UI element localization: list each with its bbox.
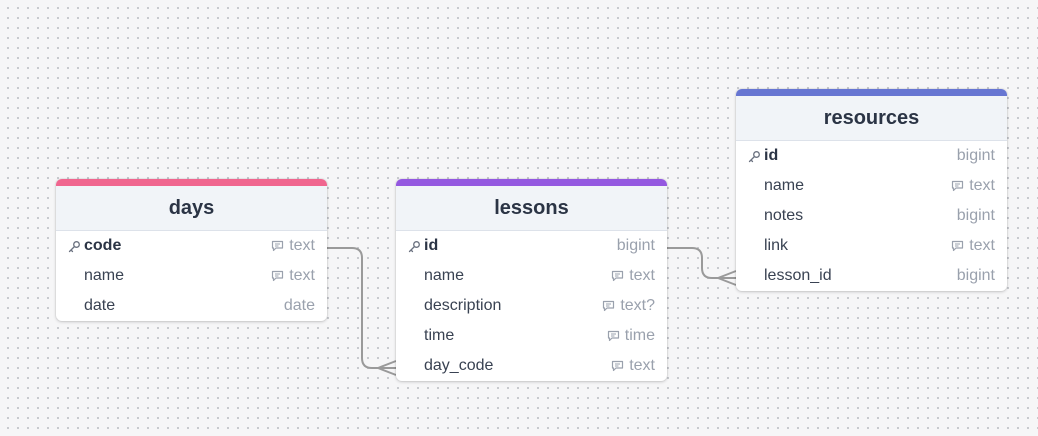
field-list: id bigint name text notes bigint link text lesso…: [736, 141, 1007, 291]
field-row-name[interactable]: name text: [736, 171, 1007, 201]
field-type: date: [284, 297, 315, 315]
table-color-bar: [56, 179, 327, 186]
field-type-label: text: [289, 237, 315, 254]
field-name: name: [424, 267, 465, 284]
comment-icon[interactable]: [951, 240, 964, 252]
field-name: day_code: [424, 357, 494, 374]
field-type: text: [271, 237, 315, 255]
table-title[interactable]: resources: [736, 96, 1007, 141]
primary-key-icon: [68, 240, 84, 253]
field-type-label: text: [629, 267, 655, 284]
field-name: name: [764, 177, 805, 194]
field-row-notes[interactable]: notes bigint: [736, 201, 1007, 231]
field-row-id[interactable]: id bigint: [736, 141, 1007, 171]
table-title[interactable]: days: [56, 186, 327, 231]
comment-icon[interactable]: [271, 270, 284, 282]
field-row-id[interactable]: id bigint: [396, 231, 667, 261]
field-type: text: [951, 237, 995, 255]
field-type: text?: [602, 297, 655, 315]
crowfoot-lessons-icon: [377, 360, 397, 376]
field-row-lesson-id[interactable]: lesson_id bigint: [736, 261, 1007, 291]
field-type: time: [607, 327, 655, 345]
field-type-label: text: [629, 357, 655, 374]
field-type-label: time: [624, 327, 655, 344]
field-type: bigint: [957, 267, 995, 285]
field-type-label: bigint: [616, 237, 655, 254]
relation-lessons-resources[interactable]: [667, 247, 736, 279]
field-row-link[interactable]: link text: [736, 231, 1007, 261]
field-name: notes: [764, 207, 804, 224]
field-type: text: [611, 267, 655, 285]
comment-icon[interactable]: [951, 180, 964, 192]
field-row-date[interactable]: date date: [56, 291, 327, 321]
field-list: code text name text date date: [56, 231, 327, 321]
field-type-label: bigint: [956, 147, 995, 164]
field-name: date: [84, 297, 116, 314]
field-type-label: text: [969, 237, 995, 254]
field-row-day-code[interactable]: day_code text: [396, 351, 667, 381]
field-type: bigint: [617, 237, 655, 255]
field-row-code[interactable]: code text: [56, 231, 327, 261]
field-name: description: [424, 297, 502, 314]
crowfoot-resources-icon: [717, 270, 737, 286]
table-color-bar: [396, 179, 667, 186]
field-type: text: [951, 177, 995, 195]
field-name: id: [764, 147, 779, 164]
table-color-bar: [736, 89, 1007, 96]
field-row-description[interactable]: description text?: [396, 291, 667, 321]
comment-icon[interactable]: [611, 270, 624, 282]
field-type: text: [271, 267, 315, 285]
comment-icon[interactable]: [602, 300, 615, 312]
table-title[interactable]: lessons: [396, 186, 667, 231]
table-lessons[interactable]: lessons id bigint name text description text?…: [396, 179, 667, 381]
field-type-label: text?: [620, 297, 655, 314]
field-name: time: [424, 327, 455, 344]
field-name: id: [424, 237, 439, 254]
field-row-name[interactable]: name text: [396, 261, 667, 291]
field-type: bigint: [957, 207, 995, 225]
field-row-time[interactable]: time time: [396, 321, 667, 351]
field-type-label: text: [289, 267, 315, 284]
field-type-label: bigint: [956, 207, 995, 224]
field-name: link: [764, 237, 789, 254]
primary-key-icon: [408, 240, 424, 253]
comment-icon[interactable]: [611, 360, 624, 372]
field-row-name[interactable]: name text: [56, 261, 327, 291]
field-name: lesson_id: [764, 267, 832, 284]
table-resources[interactable]: resources id bigint name text notes bigint lin…: [736, 89, 1007, 291]
field-type-label: bigint: [956, 267, 995, 284]
field-name: name: [84, 267, 125, 284]
primary-key-icon: [748, 150, 764, 163]
comment-icon[interactable]: [607, 330, 620, 342]
field-type-label: date: [283, 297, 315, 314]
relation-days-lessons[interactable]: [327, 247, 396, 369]
table-days[interactable]: days code text name text date date: [56, 179, 327, 321]
comment-icon[interactable]: [271, 240, 284, 252]
field-type: text: [611, 357, 655, 375]
field-type: bigint: [957, 147, 995, 165]
field-type-label: text: [969, 177, 995, 194]
field-name: code: [84, 237, 122, 254]
